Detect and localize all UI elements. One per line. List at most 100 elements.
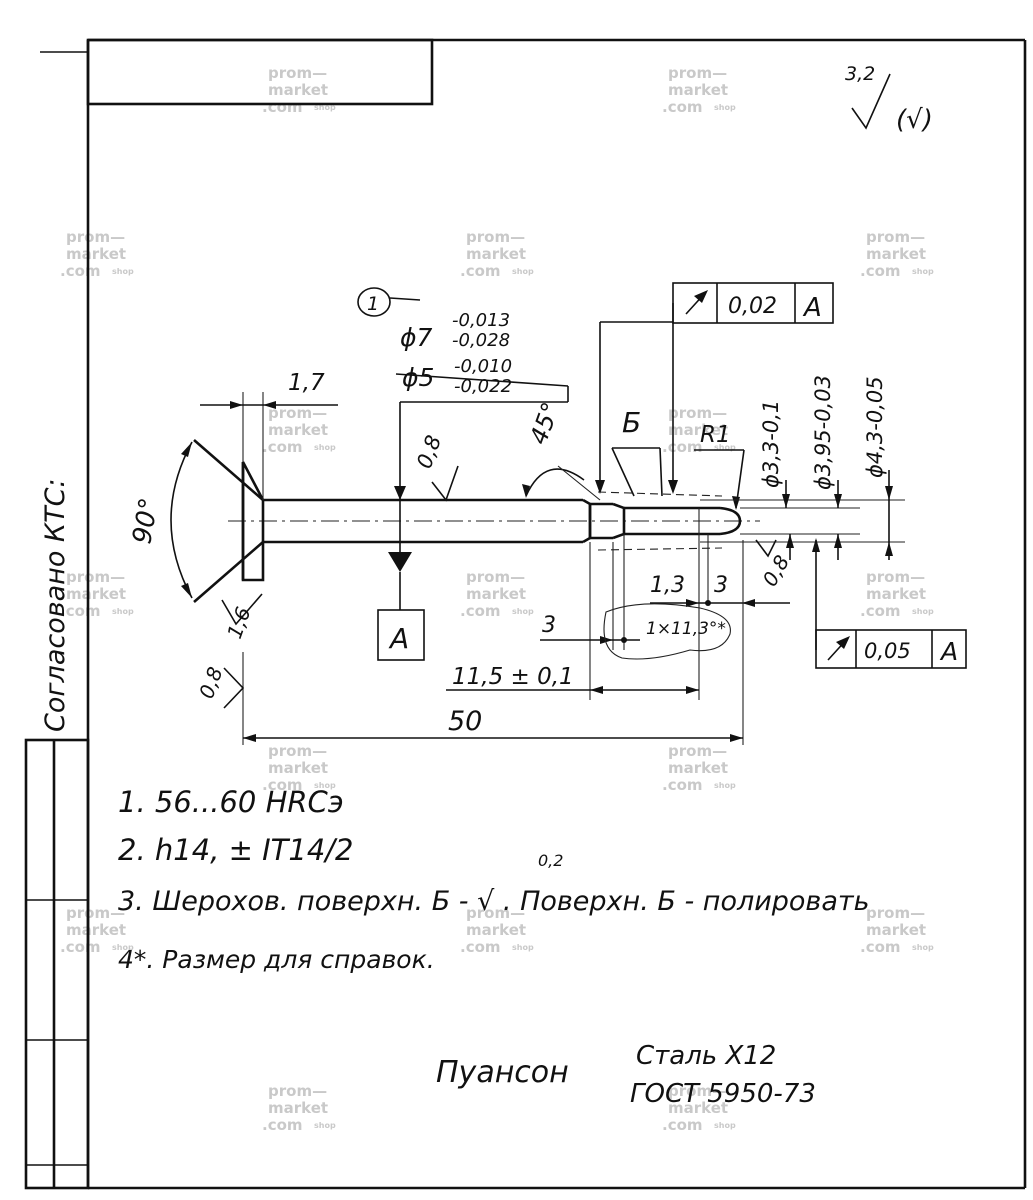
arrow-icon — [394, 486, 406, 500]
arrow-icon — [885, 542, 893, 556]
watermark: prom— market .com shop — [860, 568, 934, 620]
watermark-line3: .com — [662, 776, 703, 794]
gdt-upper-datum: A — [802, 293, 822, 323]
dim-dot — [621, 637, 627, 643]
watermark: prom— market .com shop — [662, 1082, 736, 1134]
arrow-icon — [742, 599, 755, 607]
dim-dot — [705, 600, 711, 606]
section-b-callout: Б R1 — [611, 406, 745, 510]
watermark-line3: .com — [860, 938, 901, 956]
watermark-line1: prom— — [466, 568, 525, 586]
roughness-check-icon — [431, 465, 459, 502]
dim-d3-3: ϕ3,3-0,1 — [759, 400, 783, 488]
angle-90-arc — [170, 441, 193, 599]
title-block: Пуансон Сталь Х12 ГОСТ 5950-73 — [436, 1041, 816, 1109]
watermark-line2: market — [66, 585, 126, 603]
item-1-label: 1 — [367, 293, 379, 315]
material: Сталь Х12 — [636, 1041, 776, 1071]
d7-lower: -0,028 — [452, 330, 510, 351]
watermark-line1: prom— — [66, 904, 125, 922]
roughness-0-8-head: 0,8 — [194, 652, 245, 745]
general-roughness-value: 3,2 — [845, 63, 875, 85]
dim-11-5: 11,5 ± 0,1 — [446, 664, 699, 694]
watermark-line1: prom— — [66, 568, 125, 586]
material-standard: ГОСТ 5950-73 — [630, 1079, 816, 1109]
watermark: prom— market .com shop — [662, 404, 736, 456]
arrow-icon — [812, 538, 820, 552]
watermark-line1: prom— — [668, 64, 727, 82]
watermark-shop: shop — [314, 781, 336, 790]
watermark-line2: market — [66, 245, 126, 263]
dim-1-7: 1,7 — [200, 370, 338, 500]
arrow-icon — [885, 486, 893, 500]
watermark-shop: shop — [912, 943, 934, 952]
watermark-shop: shop — [714, 1121, 736, 1130]
radius-r1-label: R1 — [700, 422, 731, 448]
item-1-circle — [357, 287, 391, 317]
datum-triangle-icon — [388, 552, 412, 572]
watermark: prom— market .com shop — [460, 228, 534, 280]
watermark-shop: shop — [314, 103, 336, 112]
note-1: 1. 56...60 HRCэ — [118, 785, 344, 819]
watermark-line1: prom— — [866, 568, 925, 586]
watermark-line1: prom— — [268, 1082, 327, 1100]
tip-length-dims: 1,3 3 3 1×11,3°* — [540, 534, 790, 700]
technical-notes: 1. 56...60 HRCэ 2. h14, ± IT14/2 3. Шеро… — [118, 785, 870, 974]
watermark-line2: market — [268, 421, 328, 439]
watermark-line1: prom— — [466, 904, 525, 922]
watermark-line3: .com — [60, 938, 101, 956]
item-1-callout: 1 ϕ7 -0,013 -0,028 ϕ5 -0,010 -0,022 — [357, 287, 569, 402]
watermark-line2: market — [866, 245, 926, 263]
angle-90-label: 90° — [127, 496, 165, 547]
arrow-icon — [181, 442, 192, 457]
gdt-upper-value: 0,02 — [728, 294, 777, 319]
datum-a: A — [377, 401, 568, 661]
arrow-icon — [668, 480, 678, 494]
watermark-shop: shop — [912, 607, 934, 616]
watermark: prom— market .com shop — [860, 904, 934, 956]
roughness-check-icon — [223, 667, 245, 709]
ref-dim-label: 1×11,3°* — [646, 619, 726, 639]
watermark-line3: .com — [262, 1116, 303, 1134]
watermark-shop: shop — [112, 607, 134, 616]
watermark-line3: .com — [860, 262, 901, 280]
arrow-icon — [590, 686, 603, 694]
watermark-line3: .com — [662, 438, 703, 456]
watermark-line1: prom— — [668, 742, 727, 760]
arrow-icon — [732, 496, 740, 510]
diameter-dims: ϕ3,3-0,1 ϕ3,95-0,03 ϕ4,3-0,05 0,8 — [700, 375, 905, 591]
gdt-lower-frame — [815, 629, 967, 669]
tip-radius — [719, 506, 742, 536]
runout-arrow-icon — [836, 636, 850, 649]
watermark-shop: shop — [714, 103, 736, 112]
watermark-shop: shop — [912, 267, 934, 276]
arrow-icon — [834, 494, 842, 508]
watermark-line2: market — [466, 245, 526, 263]
d7-main: ϕ7 — [400, 323, 432, 352]
watermark-line3: .com — [460, 602, 501, 620]
watermark-line3: .com — [460, 938, 501, 956]
watermark-line1: prom— — [268, 742, 327, 760]
watermark-line2: market — [268, 81, 328, 99]
ref-dim-cloud — [603, 603, 731, 660]
arrow-icon — [595, 480, 605, 494]
dim-1-3: 1,3 — [650, 573, 685, 598]
dim-50-label: 50 — [448, 706, 482, 737]
watermark: prom— market .com shop — [262, 64, 336, 116]
section-b-label: Б — [622, 406, 641, 439]
note-3-roughness: 0,2 — [538, 851, 563, 870]
watermark-line3: .com — [662, 1116, 703, 1134]
d5-upper: -0,010 — [454, 356, 512, 377]
roughness-check-icon — [755, 539, 777, 558]
angle-45-label: 45° — [524, 398, 565, 448]
watermark-line2: market — [466, 585, 526, 603]
watermark-shop: shop — [512, 267, 534, 276]
watermark-line2: market — [668, 81, 728, 99]
roughness-check-icon — [221, 593, 263, 626]
section-b-leader — [659, 447, 663, 497]
section-b-leader — [611, 447, 635, 497]
roughness-0-8-head-label: 0,8 — [194, 664, 227, 702]
watermark-shop: shop — [314, 1121, 336, 1130]
watermark-shop: shop — [714, 443, 736, 452]
